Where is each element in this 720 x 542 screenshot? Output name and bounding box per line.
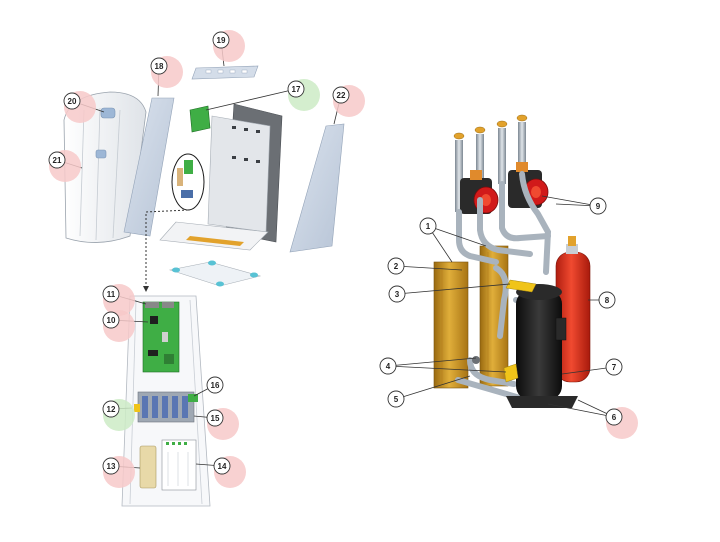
callout-4-leader-0 bbox=[387, 357, 477, 367]
callout-13: 13 bbox=[102, 457, 120, 475]
callout-1-number: 1 bbox=[426, 222, 431, 231]
callout-5: 5 bbox=[387, 390, 405, 408]
callout-11-number: 11 bbox=[107, 290, 116, 299]
callout-17-number: 17 bbox=[292, 85, 301, 94]
inlet-pipes bbox=[453, 114, 528, 212]
callout-6-number: 6 bbox=[612, 413, 617, 422]
callout-16-number: 16 bbox=[211, 381, 220, 390]
top-plate bbox=[191, 65, 259, 80]
display-window bbox=[100, 107, 116, 119]
callout-5-circle bbox=[387, 390, 405, 408]
callout-17-circle bbox=[287, 80, 305, 98]
callout-10-number: 10 bbox=[107, 316, 116, 325]
callout-15-number: 15 bbox=[211, 414, 220, 423]
callout-21: 21 bbox=[48, 151, 66, 169]
base-block bbox=[168, 261, 262, 287]
callout-12-number: 12 bbox=[107, 405, 116, 414]
callout-11-circle bbox=[102, 285, 120, 303]
compressor bbox=[506, 284, 578, 408]
callout-9-leader-0 bbox=[541, 195, 599, 207]
callout-22-circle bbox=[332, 86, 350, 104]
callout-19: 19 bbox=[212, 31, 230, 49]
callout-7: 7 bbox=[605, 358, 623, 376]
callout-20: 20 bbox=[63, 92, 81, 110]
callout-10: 10 bbox=[102, 311, 120, 329]
callout-3: 3 bbox=[388, 285, 406, 303]
callout-4-number: 4 bbox=[386, 362, 391, 371]
callout-22-number: 22 bbox=[337, 91, 346, 100]
callout-8: 8 bbox=[598, 291, 616, 309]
circulation-pump-left bbox=[460, 170, 499, 214]
callout-21-circle bbox=[48, 151, 66, 169]
callout-3-leader-0 bbox=[396, 283, 511, 295]
callout-2-number: 2 bbox=[394, 262, 399, 271]
callout-20-number: 20 bbox=[68, 97, 77, 106]
callout-18: 18 bbox=[150, 57, 168, 75]
callout-12: 12 bbox=[102, 400, 120, 418]
callout-2-circle bbox=[387, 257, 405, 275]
callout-7-number: 7 bbox=[612, 363, 617, 372]
callout-19-number: 19 bbox=[217, 36, 226, 45]
callout-3-number: 3 bbox=[395, 290, 400, 299]
control-column bbox=[121, 295, 211, 507]
callout-4: 4 bbox=[379, 357, 397, 375]
refrigerant-piping bbox=[455, 171, 552, 401]
service-valve bbox=[503, 363, 519, 383]
callout-7-circle bbox=[605, 358, 623, 376]
callout-18-circle bbox=[150, 57, 168, 75]
callout-19-circle bbox=[212, 31, 230, 49]
callout-13-number: 13 bbox=[107, 462, 116, 471]
callout-10-circle bbox=[102, 311, 120, 329]
callout-1-circle bbox=[419, 217, 437, 235]
callout-18-number: 18 bbox=[155, 62, 164, 71]
callout-6-leader-0 bbox=[547, 403, 615, 418]
callout-14: 14 bbox=[213, 457, 231, 475]
callout-21-number: 21 bbox=[53, 156, 62, 165]
callout-7-leader-0 bbox=[561, 366, 615, 375]
callout-9: 9 bbox=[589, 197, 607, 215]
callout-14-number: 14 bbox=[218, 462, 227, 471]
callout-15: 15 bbox=[206, 409, 224, 427]
callout-8-circle bbox=[598, 291, 616, 309]
callout-1-leader-1 bbox=[427, 225, 487, 247]
control-pcb bbox=[189, 105, 211, 133]
callout-22: 22 bbox=[332, 86, 350, 104]
internal-frame bbox=[207, 115, 271, 233]
callout-3-circle bbox=[388, 285, 406, 303]
callout-15-circle bbox=[206, 409, 224, 427]
callout-1: 1 bbox=[419, 217, 437, 235]
contactor bbox=[161, 439, 197, 491]
callout-20-circle bbox=[63, 92, 81, 110]
callout-14-circle bbox=[213, 457, 231, 475]
callout-6: 6 bbox=[605, 408, 623, 426]
callout-16: 16 bbox=[206, 376, 224, 394]
callout-8-number: 8 bbox=[605, 296, 610, 305]
callout-17: 17 bbox=[287, 80, 305, 98]
side-panel-right bbox=[289, 123, 345, 253]
callout-16-circle bbox=[206, 376, 224, 394]
callout-5-number: 5 bbox=[394, 395, 399, 404]
heat-exchanger bbox=[433, 245, 509, 389]
callout-4-leader-1 bbox=[387, 365, 507, 373]
callout-2: 2 bbox=[387, 257, 405, 275]
capacitor bbox=[139, 445, 157, 489]
detail-leader bbox=[145, 209, 189, 288]
callout-13-circle bbox=[102, 457, 120, 475]
callout-11: 11 bbox=[102, 285, 120, 303]
side-panel-left bbox=[123, 97, 175, 237]
callout-6-circle bbox=[605, 408, 623, 426]
callout-9-number: 9 bbox=[596, 202, 601, 211]
callout-12-circle bbox=[102, 400, 120, 418]
exploded-housing bbox=[63, 65, 345, 292]
callout-2-leader-0 bbox=[395, 265, 463, 271]
callout-4-circle bbox=[379, 357, 397, 375]
refrigeration-assembly bbox=[433, 114, 591, 408]
callout-5-leader-0 bbox=[395, 375, 471, 400]
expansion-valve bbox=[505, 279, 537, 293]
callout-17-leader-0 bbox=[205, 88, 297, 111]
callout-9-circle bbox=[589, 197, 607, 215]
